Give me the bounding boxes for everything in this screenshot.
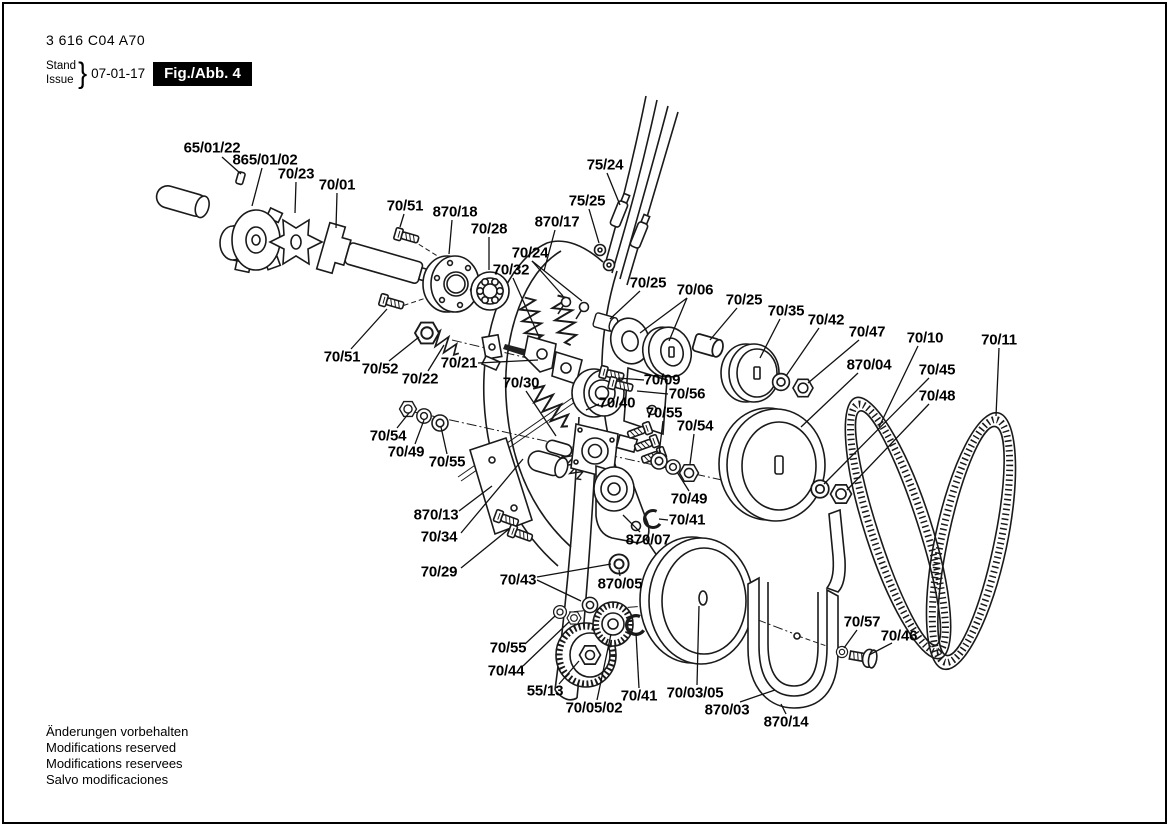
part-label: 70/09 <box>643 371 681 389</box>
part-label: 70/01 <box>318 176 356 194</box>
part-label: 70/22 <box>401 370 439 388</box>
part-rollers <box>527 439 573 479</box>
notice-line: Salvo modificaciones <box>46 771 169 787</box>
part-label: 55/13 <box>526 682 564 700</box>
part-label: 70/57 <box>843 613 881 631</box>
part-nut <box>414 321 440 345</box>
title-block: 3 616 C04 A70 Stand Issue } 07-01-17 Fig… <box>46 32 252 89</box>
part-screw <box>392 226 421 247</box>
part-label: 70/25 <box>629 274 667 292</box>
part-label: 70/47 <box>848 323 886 341</box>
part-label: 70/23 <box>277 165 315 183</box>
part-label: 70/43 <box>499 571 537 589</box>
figure-label: Fig./Abb. 4 <box>153 61 252 86</box>
part-ball-bearing <box>470 271 510 311</box>
brace-glyph: } <box>78 56 88 90</box>
part-label: 70/56 <box>668 385 706 403</box>
part-washer <box>581 596 599 614</box>
part-star-wheel <box>268 218 324 266</box>
part-label: 70/49 <box>387 443 425 461</box>
part-label: 70/32 <box>492 261 530 279</box>
part-bearing-unit <box>570 366 668 481</box>
part-washer <box>552 604 568 620</box>
issue-label: Issue <box>46 73 74 86</box>
part-pulley-half <box>641 326 693 378</box>
part-label: 70/40 <box>598 394 636 412</box>
stand-label: Stand <box>46 60 77 73</box>
cable-adjuster <box>629 213 651 249</box>
part-setpin <box>235 171 246 186</box>
part-label: 70/44 <box>487 662 525 680</box>
part-label: 70/10 <box>906 329 944 347</box>
part-label: 70/28 <box>470 220 508 238</box>
part-bolt <box>848 648 878 669</box>
part-label: 870/13 <box>413 506 459 524</box>
part-pin <box>155 185 210 219</box>
part-label: 70/54 <box>369 427 407 445</box>
part-label: 70/49 <box>670 490 708 508</box>
part-label: 70/03/05 <box>666 684 724 702</box>
document-number: 3 616 C04 A70 <box>46 32 146 48</box>
part-label: 70/46 <box>880 627 918 645</box>
part-washer <box>835 645 849 659</box>
part-label: 870/04 <box>846 356 892 374</box>
part-label: 70/06 <box>676 281 714 299</box>
cable-adjuster <box>609 192 631 228</box>
part-label: 75/24 <box>586 156 624 174</box>
part-bushing <box>691 332 726 360</box>
part-label: 70/42 <box>807 311 845 329</box>
part-label: 870/17 <box>534 213 580 231</box>
part-label: 70/51 <box>386 197 424 215</box>
part-label: 70/55 <box>489 639 527 657</box>
part-pulley-bottom <box>639 536 754 665</box>
part-pulley-small <box>720 343 780 403</box>
part-label: 870/07 <box>625 531 671 549</box>
part-label: 870/18 <box>432 203 478 221</box>
notice-line: Modifications reserved <box>46 739 177 755</box>
leader-lines <box>221 156 1000 715</box>
part-screw <box>506 523 535 545</box>
part-label: 70/05/02 <box>565 699 623 717</box>
part-label: 70/55 <box>645 404 683 422</box>
part-label: 70/35 <box>767 302 805 320</box>
part-label: 70/11 <box>981 331 1017 349</box>
part-label: 65/01/22 <box>183 139 241 157</box>
part-cables <box>593 95 679 286</box>
part-label: 75/25 <box>568 192 606 210</box>
part-pulley-large <box>718 407 826 522</box>
part-belt-rear <box>925 411 1017 671</box>
part-label: 70/45 <box>918 361 956 379</box>
part-label: 870/14 <box>763 713 809 731</box>
part-label: 865/01/02 <box>232 151 298 169</box>
part-label: 70/34 <box>420 528 458 546</box>
part-label: 870/03 <box>704 701 750 719</box>
part-label: 70/52 <box>361 360 399 378</box>
part-label: 70/41 <box>620 687 658 705</box>
part-label: 70/24 <box>511 244 549 262</box>
part-screw <box>377 292 406 313</box>
notice-line: Änderungen vorbehalten <box>46 724 189 739</box>
part-label: 70/55 <box>428 453 466 471</box>
part-tensioner <box>593 464 650 544</box>
part-washer <box>810 479 830 499</box>
notice-line: Modifications reservees <box>46 755 183 771</box>
part-clutch-levers <box>457 296 590 482</box>
part-label: 70/54 <box>676 417 714 435</box>
legal-notice: Änderungen vorbehalten Modifications res… <box>46 724 188 787</box>
part-label: 70/25 <box>725 291 763 309</box>
part-nut <box>829 484 853 504</box>
part-gear <box>592 601 634 647</box>
part-washer <box>771 372 791 392</box>
issue-date: 07-01-17 <box>91 66 146 81</box>
part-label: 70/30 <box>502 374 540 392</box>
part-label: 70/21 <box>440 354 478 372</box>
part-label: 70/29 <box>420 563 458 581</box>
part-label: 70/41 <box>668 511 706 529</box>
part-label: 70/48 <box>918 387 956 405</box>
part-label: 870/05 <box>597 575 643 593</box>
part-belt-guard <box>747 508 846 709</box>
part-label: 70/51 <box>323 348 361 366</box>
part-bearing-flange <box>422 255 480 313</box>
